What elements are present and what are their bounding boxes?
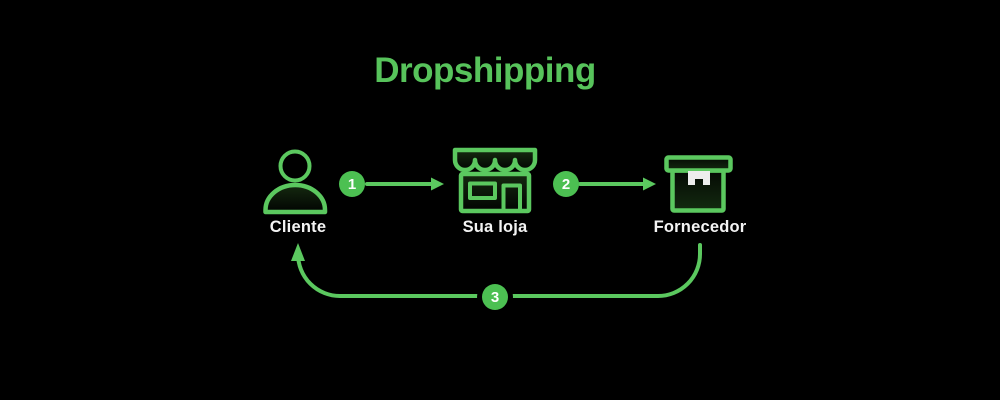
arrow-3-head: [291, 243, 305, 261]
arrow-1: [365, 177, 444, 191]
node-label-sua-loja: Sua loja: [462, 218, 528, 236]
person-head: [278, 149, 312, 183]
storefront-icon: [452, 147, 538, 214]
store-window: [468, 181, 497, 200]
arrow-1-head: [431, 177, 444, 191]
box-label-tape: [688, 171, 710, 185]
step-badge-3: 3: [482, 284, 508, 310]
node-label-cliente: Cliente: [269, 218, 327, 236]
package-box-icon: [664, 155, 733, 213]
arrow-2: [578, 177, 656, 191]
node-label-fornecedor: Fornecedor: [653, 218, 747, 236]
person-body: [263, 182, 328, 215]
box-lid: [664, 155, 733, 173]
arrow-2-head: [643, 177, 656, 191]
store-door: [501, 183, 522, 213]
page-title: Dropshipping: [374, 51, 596, 90]
person-icon: [263, 149, 328, 215]
store-awning: [452, 147, 538, 173]
step-badge-1: 1: [339, 171, 365, 197]
step-badge-2: 2: [553, 171, 579, 197]
